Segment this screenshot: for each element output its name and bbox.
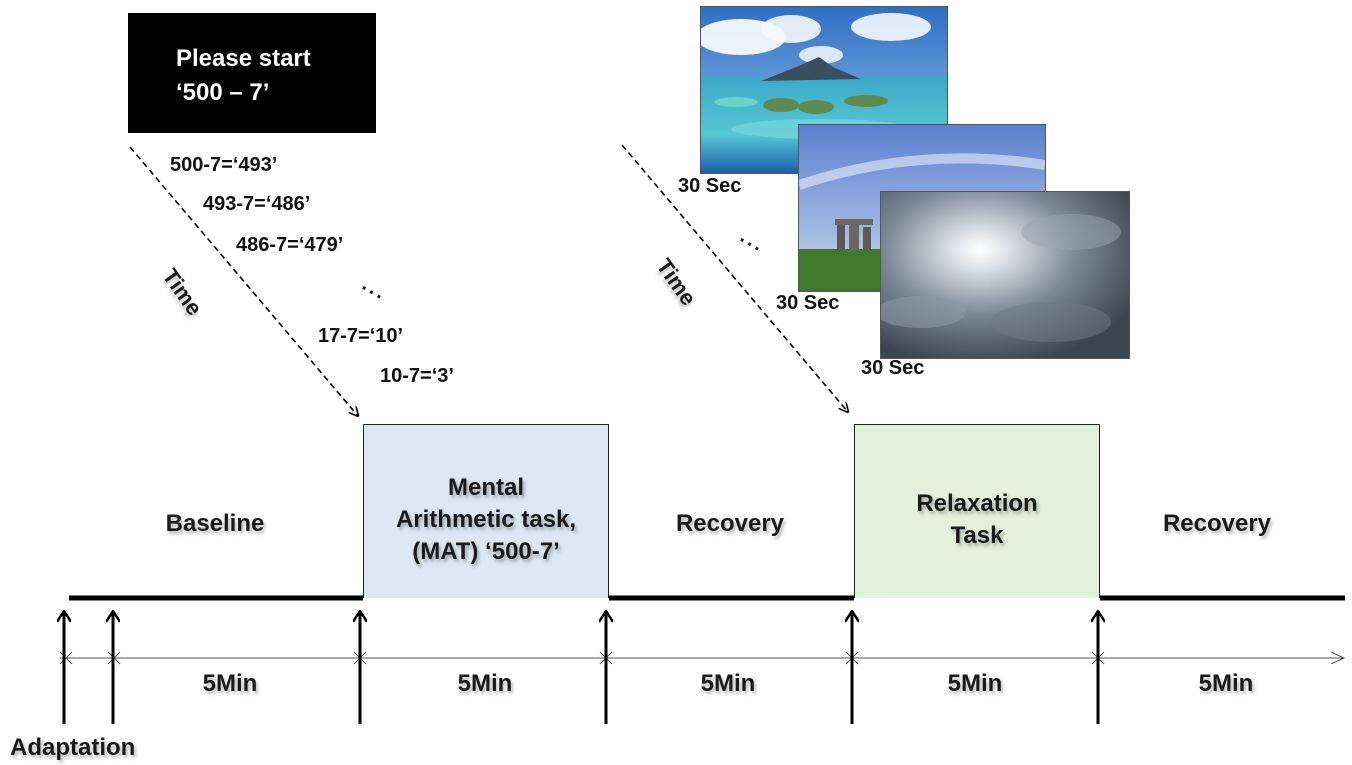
- adaptation-label: Adaptation: [10, 734, 136, 761]
- mat-task-box: [363, 424, 609, 598]
- phase-recovery-2: Recovery: [1162, 510, 1272, 537]
- phase-baseline: Baseline: [165, 510, 265, 537]
- relaxation-task-box: [854, 424, 1100, 598]
- prompt-box: [128, 13, 376, 133]
- duration-baseline: 5Min: [202, 670, 258, 697]
- calc-step-4: 17-7=‘10’: [318, 325, 404, 347]
- duration-recovery-1: 5Min: [700, 670, 756, 697]
- calc-step-5: 10-7=‘3’: [380, 365, 454, 387]
- calc-step-3: 486-7=‘479’: [236, 234, 344, 256]
- image-duration-1: 30 Sec: [678, 175, 742, 197]
- phase-mat: Mental Arithmetic task, (MAT) ‘500-7’: [395, 474, 577, 565]
- time-arrow-left: [129, 146, 358, 416]
- prompt-text: Please start ‘500 – 7’: [176, 45, 311, 106]
- calc-step-2: 493-7=‘486’: [203, 193, 311, 215]
- duration-recovery-2: 5Min: [1198, 670, 1254, 697]
- duration-mat: 5Min: [457, 670, 513, 697]
- duration-relaxation: 5Min: [947, 670, 1003, 697]
- image-duration-2: 30 Sec: [776, 292, 840, 314]
- time-arrow-right: [621, 144, 848, 412]
- image-duration-3: 30 Sec: [861, 357, 925, 379]
- photo-clouds-image: [881, 192, 1129, 358]
- phase-recovery-1: Recovery: [675, 510, 785, 537]
- phase-relaxation: Relaxation Task: [916, 490, 1038, 549]
- photo-clouds: [880, 191, 1130, 359]
- calc-step-1: 500-7=‘493’: [170, 154, 278, 176]
